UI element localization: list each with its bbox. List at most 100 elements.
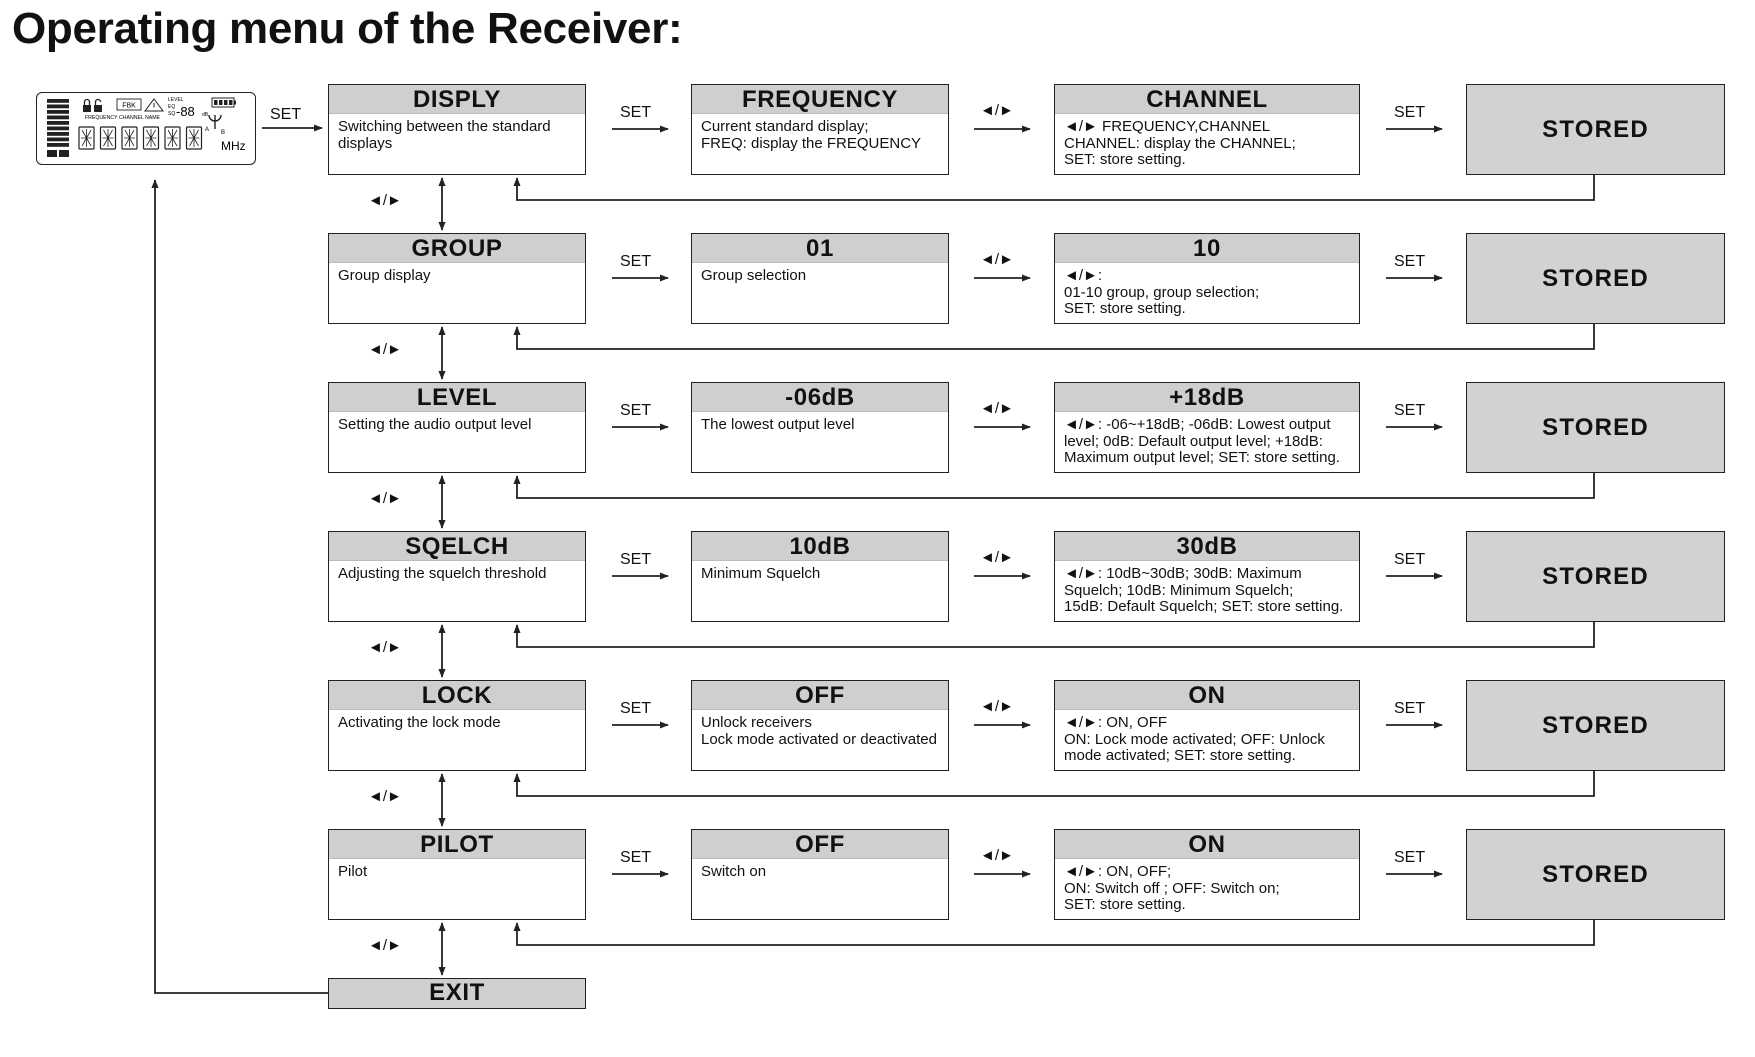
lcd-sq-label: SQ [168,111,175,117]
lcd-fbk-label: FBK [122,103,136,110]
row-4-option2-box-description: ◄/►: 10dB~30dB; 30dB: Maximum Squelch; 1… [1064,565,1344,615]
row-3-stored-box-label: STORED [1542,413,1649,441]
row-1-set-label-1: SET [620,104,652,121]
row-2-option1-box-description: Group selection [701,267,807,284]
row-1-stored-box-label: STORED [1542,115,1649,143]
row-1-option2-box: CHANNEL ◄/► FREQUENCY,CHANNEL CHANNEL: di… [1054,84,1360,175]
row-2-stored-box-label: STORED [1542,264,1649,292]
row-6-vertical-nav-label: ◄/► [368,937,402,954]
page-title: Operating menu of the Receiver: [12,4,683,53]
row-6-option2-box-title: ON [1055,830,1359,859]
row-2-menu-box-title: GROUP [329,234,585,263]
row-5-nav-label: ◄/► [980,698,1014,715]
warning-icon [144,98,164,112]
row-1-option2-box-description: ◄/► FREQUENCY,CHANNEL CHANNEL: display t… [1064,118,1296,168]
lcd-label-2: NAME [145,115,161,121]
lock-icon [83,105,91,112]
row-4-vertical-nav-label: ◄/► [368,639,402,656]
row-2-option2-box: 10 ◄/►: 01-10 group, group selection; SET… [1054,233,1360,324]
row-1-menu-box: DISPLY Switching between the standard dis… [328,84,586,175]
connector-lines [151,124,1595,994]
row-3-return-line [513,473,1595,499]
row-5-option2-box-description: ◄/►: ON, OFF ON: Lock mode activated; OF… [1064,714,1325,764]
row-1-set-label-2: SET [1394,104,1426,121]
row-5-set-label-1: SET [620,700,652,717]
lcd-antenna-b: B [221,130,225,136]
row-6-option1-box-description: Switch on [701,863,767,880]
row-2-option2-box-description: ◄/►: 01-10 group, group selection; SET: … [1064,267,1260,317]
row-1-stored-box: STORED [1466,84,1725,175]
row-5-menu-box-title: LOCK [329,681,585,710]
row-5-option1-box-title: OFF [692,681,948,710]
row-6-return-line [513,920,1595,946]
row-4-menu-box-title: SQELCH [329,532,585,561]
row-2-option2-box-title: 10 [1055,234,1359,263]
row-6-stored-box-label: STORED [1542,860,1649,888]
row-4-set-label-1: SET [620,551,652,568]
row-3-option1-box-description: The lowest output level [701,416,855,433]
row-4-option1-box: 10dB Minimum Squelch [691,531,949,622]
row-6-set-label-1: SET [620,849,652,866]
exit-box: EXIT [328,978,586,1009]
row-3-stored-box: STORED [1466,382,1725,473]
lcd-level-label: LEVEL [168,97,184,103]
row-5-option2-box: ON ◄/►: ON, OFF ON: Lock mode activated; … [1054,680,1360,771]
row-5-option1-box-description: Unlock receivers Lock mode activated or … [701,714,937,748]
row-5-option2-box-title: ON [1055,681,1359,710]
row-6-option2-box-description: ◄/►: ON, OFF; ON: Switch off ; OFF: Swit… [1064,863,1280,913]
row-3-set-label-1: SET [620,402,652,419]
row-4-stored-box-label: STORED [1542,562,1649,590]
row-6-option1-box-title: OFF [692,830,948,859]
row-3-option2-box-description: ◄/►: -06~+18dB; -06dB: Lowest output lev… [1064,416,1340,466]
row-1-menu-box-description: Switching between the standard displays [338,118,551,152]
row-1-menu-box-title: DISPLY [329,85,585,114]
row-4-option1-box-title: 10dB [692,532,948,561]
lcd-antenna-a: A [205,127,209,133]
row-6-option2-box: ON ◄/►: ON, OFF; ON: Switch off ; OFF: Sw… [1054,829,1360,920]
row-2-set-label-1: SET [620,253,652,270]
row-4-option2-box: 30dB ◄/►: 10dB~30dB; 30dB: Maximum Squelc… [1054,531,1360,622]
lcd-eq-label: EQ [168,104,175,110]
row-5-option1-box: OFF Unlock receivers Lock mode activated … [691,680,949,771]
row-1-option2-box-title: CHANNEL [1055,85,1359,114]
row-6-stored-box: STORED [1466,829,1725,920]
row-5-set-label-2: SET [1394,700,1426,717]
row-2-vertical-nav-label: ◄/► [368,341,402,358]
row-2-menu-box-description: Group display [338,267,431,284]
row-3-nav-label: ◄/► [980,400,1014,417]
row-5-return-line [513,771,1595,797]
lcd-level-value: -88 [176,104,195,119]
row-6-set-label-2: SET [1394,849,1426,866]
row-2-return-line [513,324,1595,350]
row-3-option1-box-title: -06dB [692,383,948,412]
row-3-option2-box-title: +18dB [1055,383,1359,412]
lcd-label-1: CHANNEL [119,115,144,121]
row-1-option1-box-title: FREQUENCY [692,85,948,114]
unlock-icon [94,105,102,112]
lcd-db-unit: dB [202,112,209,118]
row-5-vertical-nav-label: ◄/► [368,788,402,805]
row-4-return-line [513,622,1595,648]
row-2-nav-label: ◄/► [980,251,1014,268]
row-3-set-label-2: SET [1394,402,1426,419]
exit-return-line [151,179,328,994]
row-1-return-line [513,175,1595,201]
row-4-set-label-2: SET [1394,551,1426,568]
row-3-option1-box: -06dB The lowest output level [691,382,949,473]
row-4-option1-box-description: Minimum Squelch [701,565,821,582]
row-2-option1-box-title: 01 [692,234,948,263]
row-3-vertical-nav-label: ◄/► [368,490,402,507]
row-4-option2-box-title: 30dB [1055,532,1359,561]
lcd-label-0: FREQUENCY [85,115,118,121]
row-2-stored-box: STORED [1466,233,1725,324]
row-3-option2-box: +18dB ◄/►: -06~+18dB; -06dB: Lowest outpu… [1054,382,1360,473]
row-5-stored-box: STORED [1466,680,1725,771]
lcd-mhz-unit: MHz [221,139,246,153]
